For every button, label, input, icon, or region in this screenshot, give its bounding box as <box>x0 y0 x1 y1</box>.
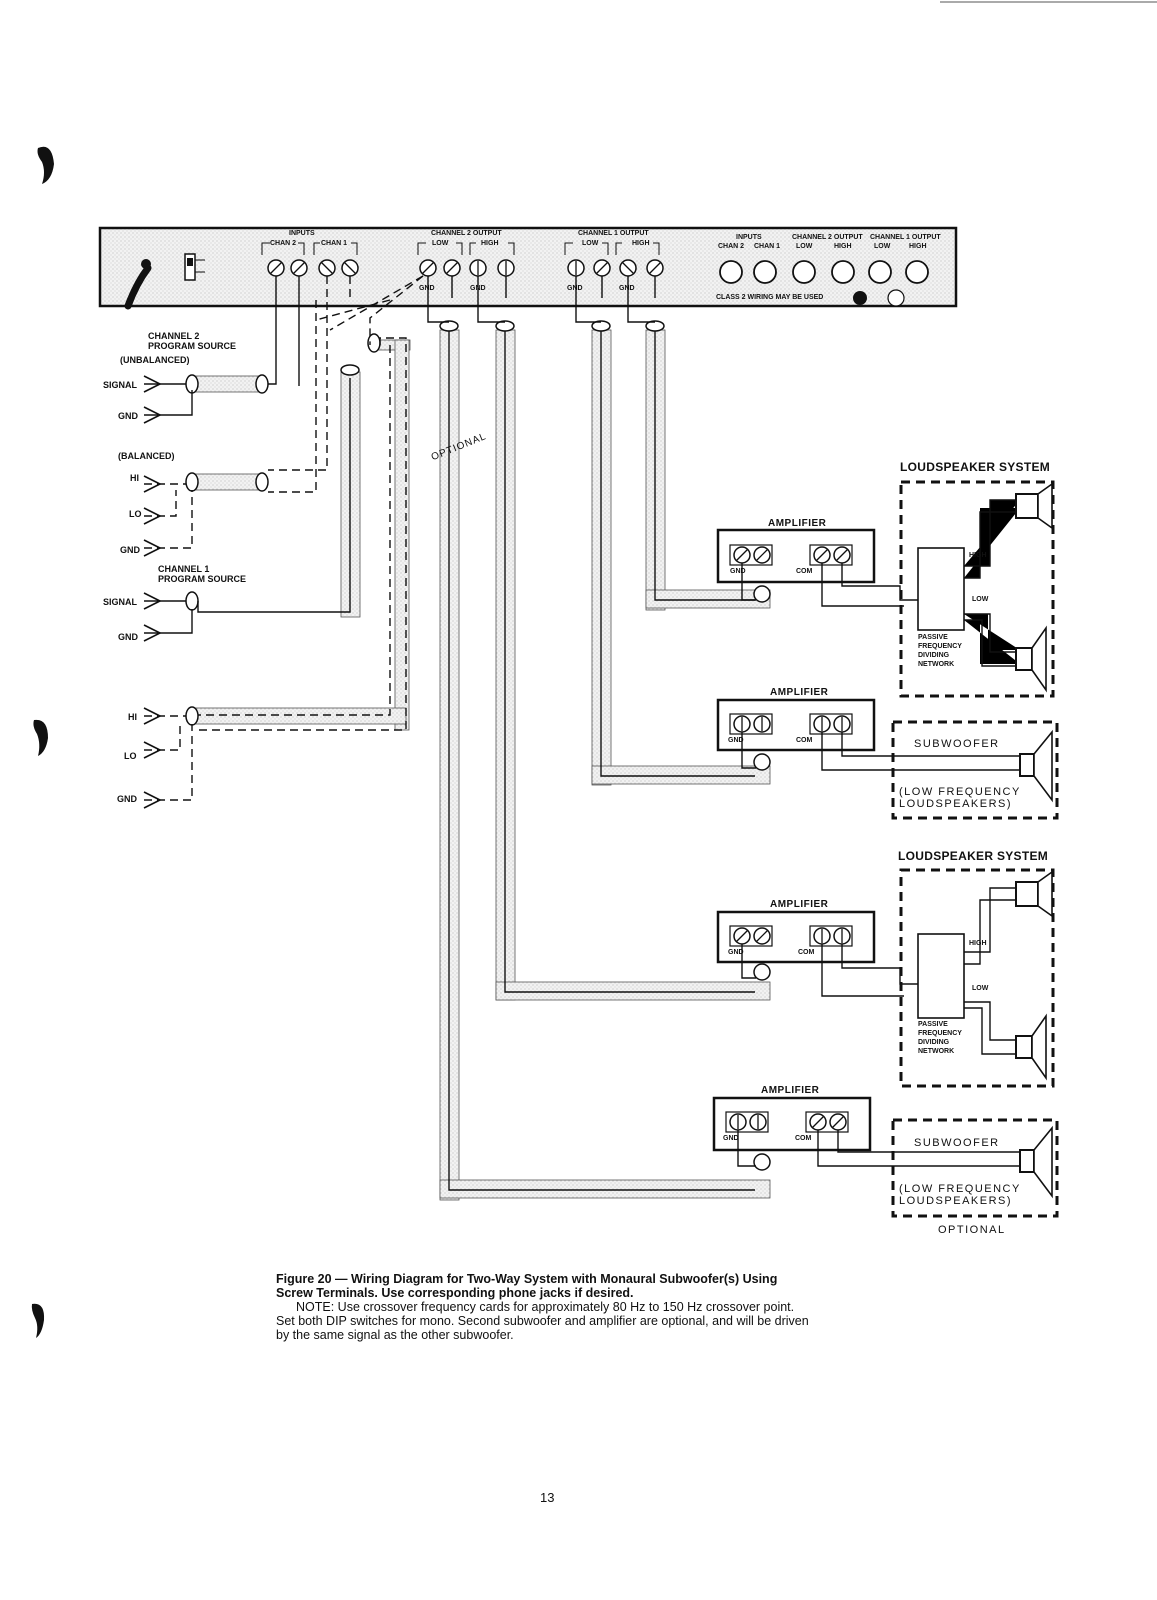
amplifier-2-gnd: GND <box>728 737 744 744</box>
page-number: 13 <box>540 1490 555 1505</box>
ch2-gnd-label: GND <box>118 411 138 421</box>
loudspeaker-2-network: NETWORK <box>918 1048 955 1055</box>
subwoofer-1 <box>891 720 1059 820</box>
loudspeaker-1-network: NETWORK <box>918 661 955 668</box>
subwoofer-1-line2: LOUDSPEAKERS) <box>899 798 1013 810</box>
panel-ch2-output-label: CHANNEL 2 OUTPUT <box>431 230 502 237</box>
loudspeaker-1-title: LOUDSPEAKER SYSTEM <box>900 460 1051 474</box>
panel-class2-note: CLASS 2 WIRING MAY BE USED <box>716 294 824 301</box>
loudspeaker-1-frequency: FREQUENCY <box>918 643 962 650</box>
panel-right-ch1-output: CHANNEL 1 OUTPUT <box>870 234 941 241</box>
ch1-source-title: CHANNEL 1 <box>158 564 210 574</box>
balanced-label: (BALANCED) <box>118 451 175 461</box>
panel-gnd-label-3: GND <box>567 285 583 292</box>
amplifier-3-gnd: GND <box>728 949 744 956</box>
loudspeaker-2-dividing: DIVIDING <box>918 1039 950 1046</box>
ch1-signal-label: SIGNAL <box>103 597 138 607</box>
binding-hole-marks <box>31 146 54 1338</box>
panel-right-ch2-high: HIGH <box>834 243 852 250</box>
figure-caption-title: Figure 20 — Wiring Diagram for Two-Way S… <box>276 1272 778 1300</box>
ch1-hi-label: HI <box>128 712 137 722</box>
loudspeaker-2-title: LOUDSPEAKER SYSTEM <box>898 849 1049 863</box>
panel-ch1-output-label: CHANNEL 1 OUTPUT <box>578 230 649 237</box>
ch1-gnd-label: GND <box>118 632 138 642</box>
panel-ch1-high-label: HIGH <box>632 240 650 247</box>
figure-caption: Figure 20 — Wiring Diagram for Two-Way S… <box>276 1272 816 1342</box>
source-arrows <box>143 375 162 809</box>
loudspeaker-2-frequency: FREQUENCY <box>918 1030 962 1037</box>
amplifiers <box>712 528 876 1152</box>
panel-right-inputs: INPUTS <box>736 234 762 241</box>
ch2-lo-label: LO <box>129 509 142 519</box>
loudspeaker-1-high: HIGH <box>969 552 987 559</box>
rear-panel <box>98 226 958 310</box>
amplifier-1-com: COM <box>796 568 813 575</box>
amplifier-2-com: COM <box>796 737 813 744</box>
ch2-hi-label: HI <box>130 473 139 483</box>
amplifier-4 <box>712 1096 872 1152</box>
ch1-source-sub: PROGRAM SOURCE <box>158 574 247 584</box>
panel-right-ch2-low: LOW <box>796 243 813 250</box>
amplifier-3-title: AMPLIFIER <box>770 899 829 910</box>
loudspeaker-system-2 <box>899 868 1055 1088</box>
subwoofer-2-title: SUBWOOFER <box>914 1137 1000 1149</box>
ch2-source-title: CHANNEL 2 <box>148 331 200 341</box>
loudspeaker-1-passive: PASSIVE <box>918 634 948 641</box>
panel-right-ch1-low: LOW <box>874 243 891 250</box>
subwoofer-1-title: SUBWOOFER <box>914 738 1000 750</box>
amplifier-4-title: AMPLIFIER <box>761 1085 820 1096</box>
subwoofer-2-line1: (LOW FREQUENCY <box>899 1183 1021 1195</box>
amplifier-2-title: AMPLIFIER <box>770 687 829 698</box>
amplifier-4-com: COM <box>795 1135 812 1142</box>
amplifier-1 <box>716 528 876 584</box>
ch1-lo-label: LO <box>124 751 137 761</box>
loudspeaker-1-low: LOW <box>972 596 989 603</box>
panel-chan2-label: CHAN 2 <box>270 240 297 247</box>
panel-right-chan2: CHAN 2 <box>718 243 745 250</box>
shielded-cables <box>191 329 771 1201</box>
panel-right-ch2-output: CHANNEL 2 OUTPUT <box>792 234 863 241</box>
unbalanced-label: (UNBALANCED) <box>120 355 190 365</box>
panel-gnd-label-4: GND <box>619 285 635 292</box>
loudspeaker-system-1 <box>899 480 1055 698</box>
loudspeaker-2-passive: PASSIVE <box>918 1021 948 1028</box>
panel-ch2-high-label: HIGH <box>481 240 499 247</box>
amplifier-4-gnd: GND <box>723 1135 739 1142</box>
panel-chan1-label: CHAN 1 <box>321 240 348 247</box>
amplifier-3-com: COM <box>798 949 815 956</box>
panel-ch1-low-label: LOW <box>582 240 599 247</box>
amplifier-1-gnd: GND <box>730 568 746 575</box>
panel-gnd-label-1: GND <box>419 285 435 292</box>
figure-caption-note: NOTE: Use crossover frequency cards for … <box>276 1300 809 1342</box>
amplifier-2 <box>716 698 876 752</box>
ch2-bal-gnd-label: GND <box>120 545 140 555</box>
ch2-signal-label: SIGNAL <box>103 380 138 390</box>
panel-ch2-low-label: LOW <box>432 240 449 247</box>
subwoofer-1-line1: (LOW FREQUENCY <box>899 786 1021 798</box>
wires <box>144 276 755 1191</box>
loudspeaker-2-high: HIGH <box>969 940 987 947</box>
subwoofer-2-line2: LOUDSPEAKERS) <box>899 1195 1013 1207</box>
panel-right-chan1: CHAN 1 <box>754 243 781 250</box>
panel-gnd-label-2: GND <box>470 285 486 292</box>
panel-inputs-label: INPUTS <box>289 230 315 237</box>
ch2-source-sub: PROGRAM SOURCE <box>148 341 237 351</box>
subwoofer-2 <box>891 1118 1059 1218</box>
loudspeaker-1-dividing: DIVIDING <box>918 652 950 659</box>
amplifier-3 <box>716 910 876 964</box>
ch1-bal-gnd-label: GND <box>117 794 137 804</box>
panel-right-ch1-high: HIGH <box>909 243 927 250</box>
amplifier-1-title: AMPLIFIER <box>768 518 827 529</box>
optional-footnote-label: OPTIONAL <box>938 1224 1006 1236</box>
loudspeaker-2-low: LOW <box>972 985 989 992</box>
